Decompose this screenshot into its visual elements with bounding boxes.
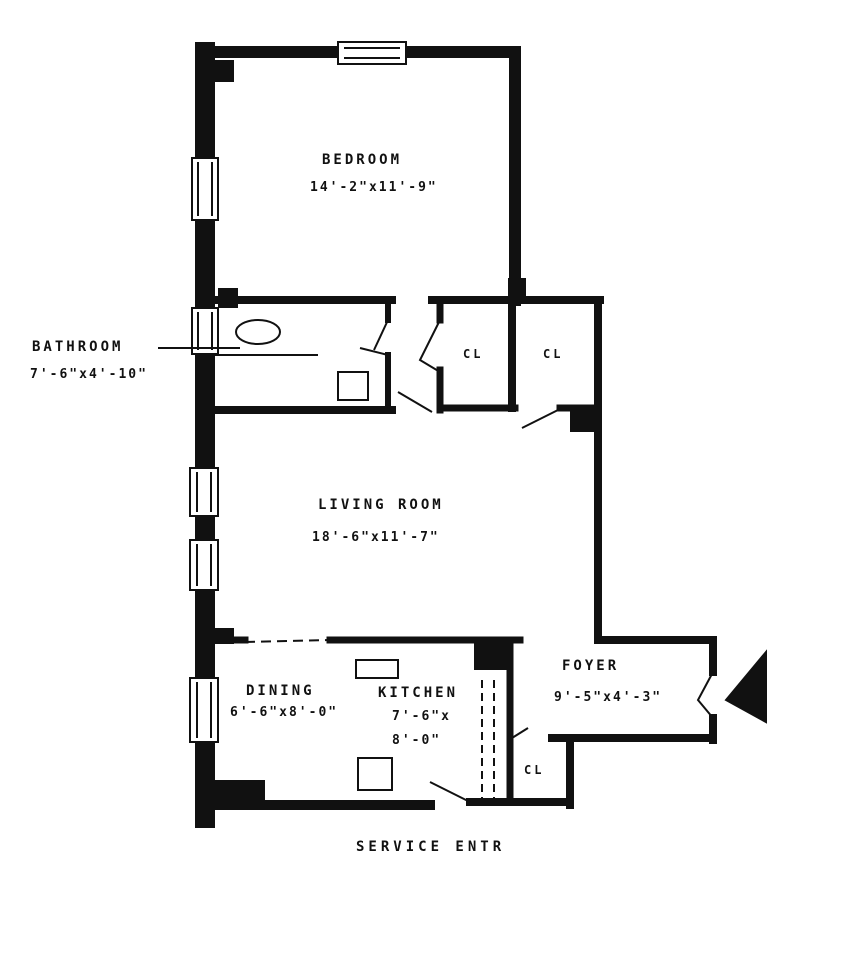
foyer-label: FOYER [562,658,620,674]
kitchen-size-line2: 8'-0" [392,733,442,748]
kitchen-size-line1: 7'-6"x [392,709,451,724]
living-room-label: LIVING ROOM [318,497,444,513]
bathroom-label: BATHROOM [32,339,124,355]
doors [359,319,767,803]
bathroom-size: 7'-6"x4'-10" [30,367,148,382]
closet-label-1: CL [463,347,484,361]
dining-label: DINING [246,683,315,699]
windows [189,41,407,743]
closet-label-2: CL [543,347,564,361]
bedroom-label: BEDROOM [322,152,403,168]
kitchen-label: KITCHEN [378,685,459,701]
service-entrance-label: SERVICE ENTR [356,839,506,855]
living-room-size: 18'-6"x11'-7" [312,530,440,545]
dining-size: 6'-6"x8'-0" [230,705,339,720]
closet-label-3: CL [524,763,545,777]
fixtures [215,319,495,800]
bedroom-size: 14'-2"x11'-9" [310,180,438,195]
foyer-size: 9'-5"x4'-3" [554,690,663,705]
